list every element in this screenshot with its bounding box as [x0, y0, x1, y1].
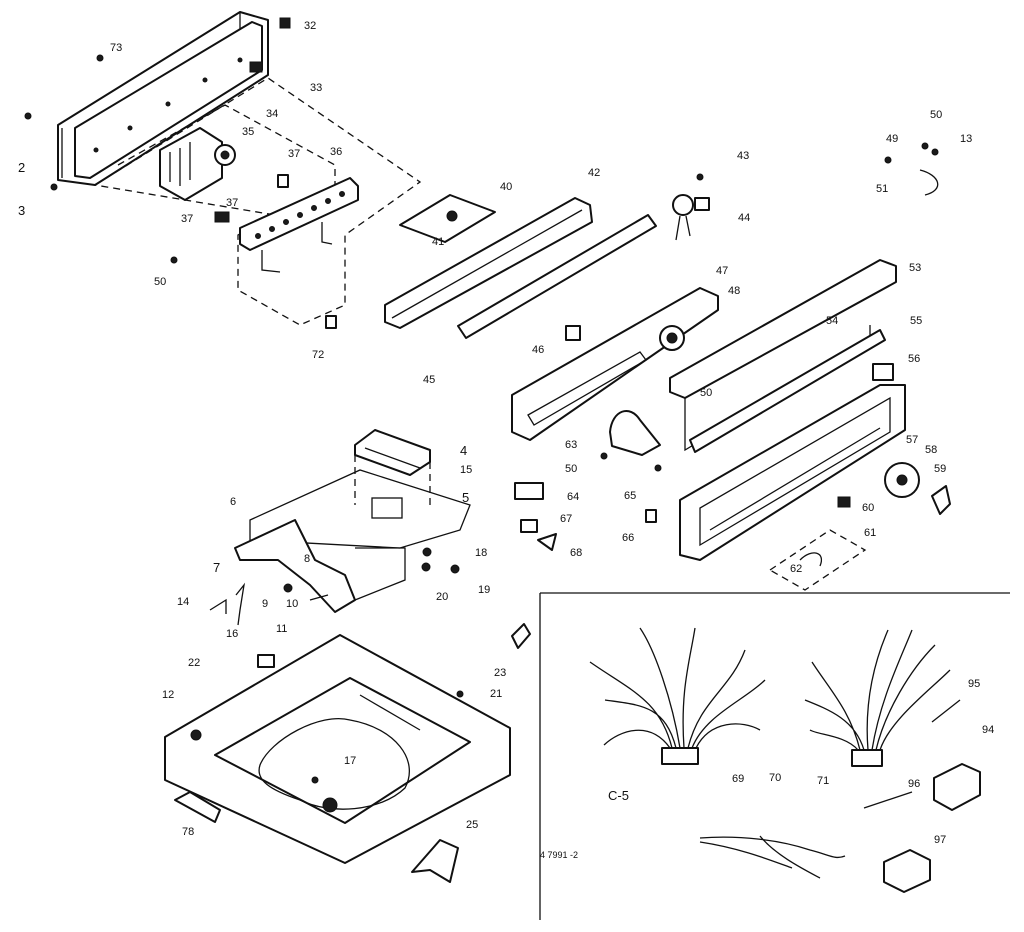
callout-14: 14 [177, 596, 190, 608]
callout-18: 18 [475, 547, 488, 559]
section-label: C-5 [608, 788, 629, 803]
callout-40: 40 [500, 181, 513, 193]
callout-65: 65 [624, 490, 637, 502]
callout-48: 48 [728, 285, 741, 297]
washer-top [164, 634, 511, 864]
callout-60: 60 [862, 502, 875, 514]
callout-20: 20 [436, 591, 449, 603]
callout-58: 58 [925, 444, 938, 456]
callout-7: 7 [213, 560, 221, 575]
callout-57: 57 [906, 434, 919, 446]
callout-51: 51 [876, 183, 889, 195]
callout-43: 43 [737, 150, 750, 162]
callout-32: 32 [304, 20, 317, 32]
callout-64: 64 [567, 491, 580, 503]
callout-23: 23 [494, 667, 507, 679]
callout-15: 15 [460, 464, 473, 476]
timer-assembly [159, 127, 236, 201]
callout-50-d: 50 [565, 463, 578, 475]
control-panel [511, 287, 719, 441]
callout-68: 68 [570, 547, 583, 559]
callout-41: 41 [432, 236, 445, 248]
callout-36: 36 [330, 146, 343, 158]
callout-95: 95 [968, 678, 981, 690]
callout-4: 4 [460, 443, 468, 458]
callout-73: 73 [110, 42, 123, 54]
callout-50-a: 50 [154, 276, 167, 288]
callout-35: 35 [242, 126, 255, 138]
callout-25: 25 [466, 819, 479, 831]
callout-22: 22 [188, 657, 201, 669]
callout-66-right: 66 [622, 532, 635, 544]
callout-47: 47 [716, 265, 729, 277]
callout-44: 44 [738, 212, 751, 224]
callout-6: 6 [230, 496, 237, 508]
callout-11: 11 [276, 623, 288, 635]
callout-37-b: 37 [226, 197, 239, 209]
console-front-panel [679, 384, 906, 561]
callout-72: 72 [312, 349, 325, 361]
callout-78: 78 [182, 826, 195, 838]
callout-34: 34 [266, 108, 279, 120]
callout-17: 17 [344, 755, 357, 767]
callout-16: 16 [226, 628, 239, 640]
callout-12: 12 [162, 689, 175, 701]
callout-54: 54 [826, 315, 839, 327]
callout-59: 59 [934, 463, 947, 475]
wire-harness-71 [804, 629, 951, 767]
callout-97: 97 [934, 834, 947, 846]
callout-96: 96 [908, 778, 921, 790]
drawing-code: 4 7991 -2 [540, 850, 579, 860]
terminal-strip [239, 177, 359, 273]
callout-71: 71 [817, 775, 830, 787]
callout-67: 67 [560, 513, 573, 525]
callout-37-c: 37 [181, 213, 194, 225]
callout-45: 45 [423, 374, 436, 386]
callout-19: 19 [478, 584, 491, 596]
callout-9: 9 [262, 598, 269, 610]
callout-42: 42 [588, 167, 601, 179]
callout-33: 33 [310, 82, 323, 94]
callout-10: 10 [286, 598, 299, 610]
callout-46: 46 [532, 344, 545, 356]
callout-61: 61 [864, 527, 877, 539]
callout-70: 70 [769, 772, 782, 784]
callout-94: 94 [982, 724, 995, 736]
callout-50-c: 50 [700, 387, 713, 399]
console-housing [57, 11, 269, 186]
callout-55: 55 [910, 315, 923, 327]
callout-56: 56 [908, 353, 921, 365]
callout-21: 21 [490, 688, 503, 700]
wire-harness-69 [589, 627, 766, 765]
callout-3: 3 [18, 203, 26, 218]
callout-53: 53 [909, 262, 922, 274]
callout-63: 63 [565, 439, 578, 451]
callout-13: 13 [960, 133, 973, 145]
callout-62: 62 [790, 563, 803, 575]
callout-2: 2 [18, 160, 26, 175]
callout-69: 69 [732, 773, 745, 785]
callout-37-a: 37 [288, 148, 301, 160]
callout-49: 49 [886, 133, 899, 145]
callout-50-b: 50 [930, 109, 943, 121]
callout-5: 5 [462, 490, 470, 505]
callout-8: 8 [304, 553, 311, 565]
